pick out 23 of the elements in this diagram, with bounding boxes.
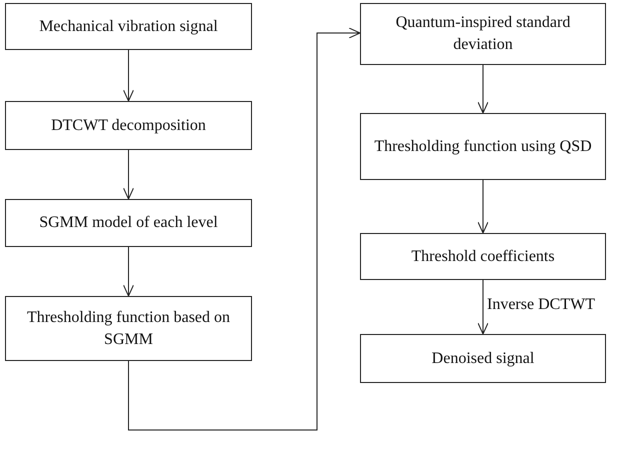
arrow — [478, 280, 488, 334]
process-box — [360, 233, 606, 280]
box-label: Mechanical vibration signal — [39, 16, 218, 37]
box-label: DTCWT decomposition — [51, 116, 206, 136]
box-label: Thresholding function using QSD — [374, 136, 592, 157]
process-box — [5, 3, 252, 50]
process-box — [360, 334, 606, 383]
box-label: Quantum-inspired standard deviation — [394, 13, 572, 55]
arrow — [478, 180, 488, 234]
box-label: SGMM model of each level — [39, 213, 218, 234]
process-box — [5, 101, 252, 150]
process-box — [5, 199, 252, 247]
arrow — [478, 64, 488, 114]
arrow — [123, 50, 134, 102]
arrow — [123, 246, 134, 296]
process-box — [5, 296, 252, 361]
box-label: Denoised signal — [432, 348, 534, 369]
arrow — [123, 150, 134, 200]
box-label: Thresholding function based on SGMM — [26, 308, 232, 350]
process-box — [360, 3, 606, 65]
box-label: Threshold coefficients — [411, 246, 555, 267]
arrow — [128, 28, 360, 430]
process-box — [360, 113, 606, 180]
